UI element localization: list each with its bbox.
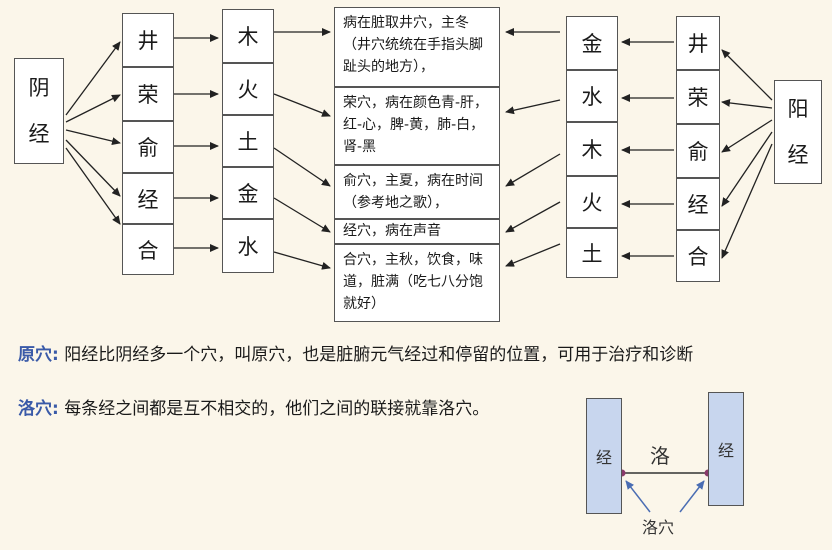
luo-left-meridian: 经: [586, 398, 622, 514]
yang-meridian-box: 阳经: [774, 80, 822, 184]
yang-element-metal: 金: [566, 16, 618, 70]
description-shu: 俞穴，主夏，病在时间（参考地之歌），: [334, 165, 500, 219]
yang-fan-arrows: [721, 49, 773, 259]
yin-point-ying: 荣: [122, 67, 174, 121]
yin-fan-arrows: [65, 41, 121, 225]
arrow-yin-jingpt: [65, 139, 121, 197]
yin-meridian-box: 阴经: [14, 58, 64, 164]
note-yuan-text: 阳经比阴经多一个穴，叫原穴，也是脏腑元气经过和停留的位置，可用于治疗和诊断: [64, 345, 694, 365]
yin-element-metal: 金: [222, 167, 274, 219]
description-jingpt: 经穴，病在声音: [334, 219, 500, 244]
arrow-yin-ying: [65, 94, 121, 123]
yin-point-jing: 井: [122, 13, 174, 67]
luo-middle-label: 洛: [650, 444, 670, 468]
yin-description-arrows: [273, 28, 331, 270]
yang-element-fire: 火: [566, 176, 618, 228]
yang-point-jing: 井: [676, 16, 720, 70]
yin-element-water: 水: [222, 219, 274, 273]
yang-point-he: 合: [676, 230, 720, 282]
arrow-yin-jing: [65, 41, 121, 116]
yin-point-element-arrows: [174, 34, 219, 252]
yin-point-shu: 俞: [122, 121, 174, 173]
yang-element-earth: 土: [566, 228, 618, 278]
description-jing: 病在脏取井穴，主冬（井穴统统在手指头脚趾头的地方），: [334, 7, 500, 87]
yang-element-water: 水: [566, 70, 618, 122]
yang-meridian-label: 阳经: [787, 97, 809, 167]
description-he: 合穴，主秋，饮食，味道，脏满（吃七八分饱就好）: [334, 244, 500, 322]
description-ying: 荣穴，病在颜色青-肝，红-心，脾-黄，肺-白，肾-黑: [334, 87, 500, 165]
note-yuan-point: 原穴: 阳经比阴经多一个穴，叫原穴，也是脏腑元气经过和停留的位置，可用于治疗和诊…: [18, 340, 693, 365]
yin-element-wood: 木: [222, 9, 274, 63]
note-luo-text: 每条经之间都是互不相交的，他们之间的联接就靠洛穴。: [64, 399, 490, 419]
luo-bottom-label: 洛穴: [642, 518, 675, 537]
yin-point-jingpt: 经: [122, 173, 174, 224]
yin-element-fire: 火: [222, 63, 274, 115]
yang-point-shu: 俞: [676, 124, 720, 178]
luo-right-meridian: 经: [708, 392, 744, 506]
yang-point-element-arrows: [621, 38, 674, 260]
note-luo-label: 洛穴:: [18, 399, 59, 419]
yin-point-he: 合: [122, 224, 174, 275]
yin-meridian-label: 阴经: [28, 76, 50, 146]
yang-point-ying: 荣: [676, 70, 720, 124]
arrow-yin-shu: [65, 129, 121, 146]
luo-pointer-arrows: [625, 480, 705, 513]
yang-element-wood: 木: [566, 122, 618, 176]
arrow-yin-he: [65, 147, 121, 225]
note-yuan-label: 原穴:: [18, 345, 59, 365]
note-luo-point: 洛穴: 每条经之间都是互不相交的，他们之间的联接就靠洛穴。: [18, 394, 489, 419]
yang-description-arrows: [505, 28, 561, 267]
yin-element-earth: 土: [222, 115, 274, 167]
yang-point-jingpt: 经: [676, 178, 720, 230]
